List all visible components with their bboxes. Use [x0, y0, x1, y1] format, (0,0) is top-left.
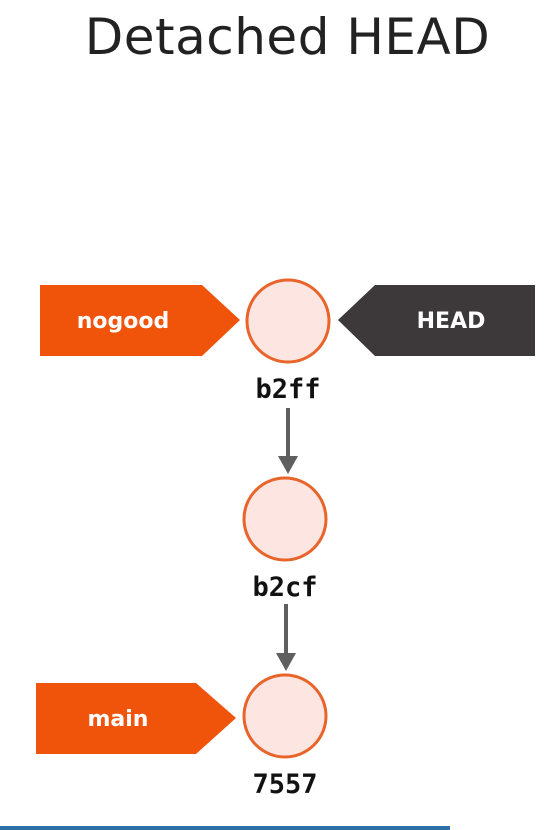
commit-node-b2cf [242, 476, 328, 562]
commit-node-b2ff [245, 278, 331, 364]
nogood-pointer-arrow [40, 285, 240, 356]
main-pointer-label: main [88, 707, 149, 732]
parent-arrow-b2ff-to-b2cf [278, 408, 298, 474]
page-title: Detached HEAD [84, 8, 491, 66]
head-pointer-arrow [338, 285, 535, 356]
main-pointer: main [36, 683, 236, 754]
nogood-pointer: nogood [40, 285, 240, 356]
commit-node-7557 [242, 673, 328, 759]
head-pointer: HEAD [338, 285, 535, 356]
commit-label-7557: 7557 [252, 769, 317, 800]
bottom-progress-bar [0, 826, 450, 830]
nogood-pointer-label: nogood [77, 309, 170, 334]
main-pointer-arrow [36, 683, 236, 754]
commit-label-b2ff: b2ff [255, 374, 320, 405]
head-pointer-label: HEAD [417, 309, 486, 334]
commit-label-b2cf: b2cf [252, 572, 317, 603]
parent-arrow-b2cf-to-7557 [276, 604, 296, 671]
